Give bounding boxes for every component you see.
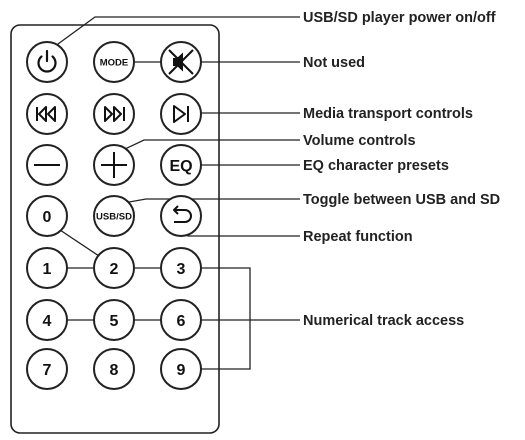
plus-icon [101, 152, 127, 178]
repeat-icon [173, 205, 192, 223]
digit-1-label: 1 [43, 261, 52, 278]
skip-next-icon [104, 106, 125, 122]
digit-0-button[interactable]: 0 [26, 195, 68, 237]
digit-7-button[interactable]: 7 [26, 348, 68, 390]
annotation-numeric: Numerical track access [303, 313, 464, 329]
digit-4-label: 4 [43, 313, 52, 330]
remote-body [10, 24, 220, 434]
digit-9-label: 9 [177, 362, 186, 379]
mode-button[interactable]: MODE [93, 41, 135, 83]
power-icon [37, 49, 57, 73]
digit-6-button[interactable]: 6 [160, 299, 202, 341]
mute-button[interactable] [160, 41, 202, 83]
digit-2-label: 2 [110, 261, 119, 278]
digit-0-label: 0 [43, 209, 52, 226]
annotation-eq: EQ character presets [303, 158, 449, 174]
usbsd-label: USB/SD [96, 212, 132, 223]
digit-4-button[interactable]: 4 [26, 299, 68, 341]
annotation-volume: Volume controls [303, 133, 416, 149]
digit-7-label: 7 [43, 362, 52, 379]
skip-previous-icon [36, 106, 56, 122]
digit-8-label: 8 [110, 362, 119, 379]
annotation-power: USB/SD player power on/off [303, 10, 496, 26]
eq-button[interactable]: EQ [160, 144, 202, 186]
digit-1-button[interactable]: 1 [26, 247, 68, 289]
leader-power [46, 16, 300, 53]
annotation-repeat: Repeat function [303, 229, 413, 245]
volume-up-button[interactable] [93, 144, 135, 186]
power-button[interactable] [26, 41, 68, 83]
leader-numeric-bracket [47, 267, 251, 370]
next-button[interactable] [93, 93, 135, 135]
digit-3-button[interactable]: 3 [160, 247, 202, 289]
digit-5-button[interactable]: 5 [93, 299, 135, 341]
annotation-usbsd: Toggle between USB and SD [303, 192, 500, 208]
digit-8-button[interactable]: 8 [93, 348, 135, 390]
usbsd-button[interactable]: USB/SD [93, 195, 135, 237]
digit-5-label: 5 [110, 313, 119, 330]
leader-repeat [182, 221, 300, 237]
digit-9-button[interactable]: 9 [160, 348, 202, 390]
repeat-button[interactable] [160, 195, 202, 237]
eq-label: EQ [169, 158, 192, 175]
digit-2-button[interactable]: 2 [93, 247, 135, 289]
volume-down-button[interactable] [26, 144, 68, 186]
play-pause-button[interactable] [160, 93, 202, 135]
leader-usbsd [111, 198, 300, 206]
mode-label: MODE [100, 58, 129, 69]
digit-6-label: 6 [177, 313, 186, 330]
leader-volume [103, 139, 300, 160]
annotation-transport: Media transport controls [303, 106, 473, 122]
annotation-not-used: Not used [303, 55, 365, 71]
play-pause-icon [173, 105, 189, 123]
digit-3-label: 3 [177, 261, 186, 278]
mute-icon [168, 49, 194, 75]
previous-button[interactable] [26, 93, 68, 135]
